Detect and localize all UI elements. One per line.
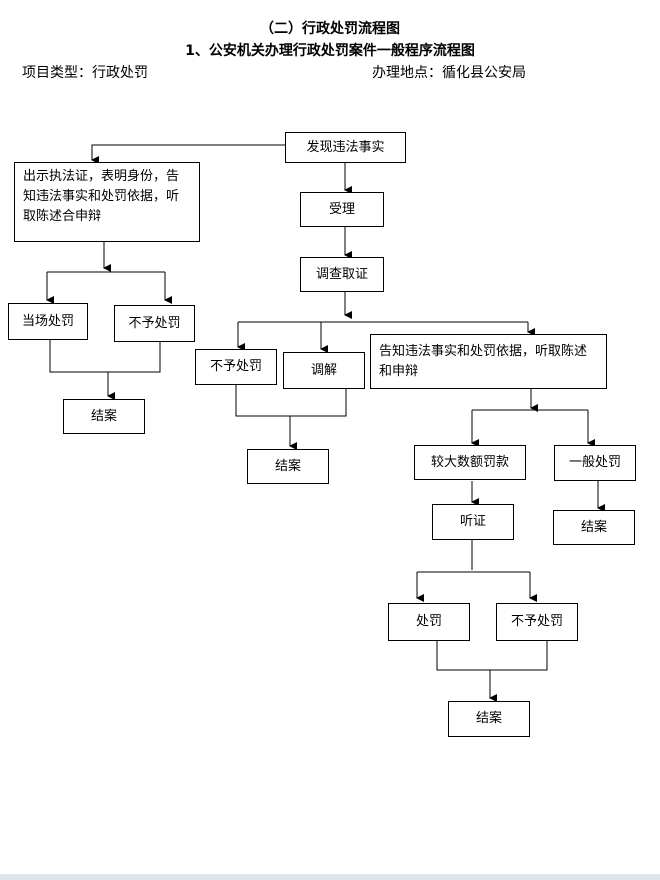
node-notify: 告知违法事实和处罚依据，听取陈述和申辩 bbox=[370, 334, 607, 389]
arrow-discover-to-showid bbox=[91, 144, 285, 164]
node-general-penalty: 一般处罚 bbox=[554, 445, 636, 481]
node-investigate: 调查取证 bbox=[300, 257, 384, 292]
node-close-left: 结案 bbox=[63, 399, 145, 434]
node-discover-violation: 发现违法事实 bbox=[285, 132, 406, 163]
node-close-bottom: 结案 bbox=[448, 701, 530, 737]
page-bottom-edge bbox=[0, 874, 660, 880]
page-title: （二）行政处罚流程图 bbox=[260, 21, 400, 37]
merge-line-left bbox=[49, 340, 161, 373]
node-show-credentials: 出示执法证，表明身份，告知违法事实和处罚依据，听取陈述合申辩 bbox=[14, 162, 200, 242]
node-no-penalty-bottom: 不予处罚 bbox=[496, 603, 578, 641]
location-label: 办理地点：循化县公安局 bbox=[372, 65, 526, 81]
node-close-right: 结案 bbox=[553, 510, 635, 545]
merge-line-mid bbox=[235, 385, 347, 417]
node-onsite-penalty: 当场处罚 bbox=[8, 303, 88, 340]
node-large-fine: 较大数额罚款 bbox=[414, 445, 526, 480]
node-hearing: 听证 bbox=[432, 504, 514, 540]
node-penalty: 处罚 bbox=[388, 603, 470, 641]
node-accept: 受理 bbox=[300, 192, 384, 227]
node-mediate: 调解 bbox=[283, 352, 365, 389]
node-close-mid: 结案 bbox=[247, 449, 329, 484]
node-no-penalty-left: 不予处罚 bbox=[114, 305, 195, 342]
project-type-label: 项目类型：行政处罚 bbox=[22, 65, 148, 81]
merge-line-bottom bbox=[436, 641, 548, 671]
node-no-penalty-mid: 不予处罚 bbox=[195, 349, 277, 385]
page-subtitle: 1、公安机关办理行政处罚案件一般程序流程图 bbox=[185, 43, 475, 59]
